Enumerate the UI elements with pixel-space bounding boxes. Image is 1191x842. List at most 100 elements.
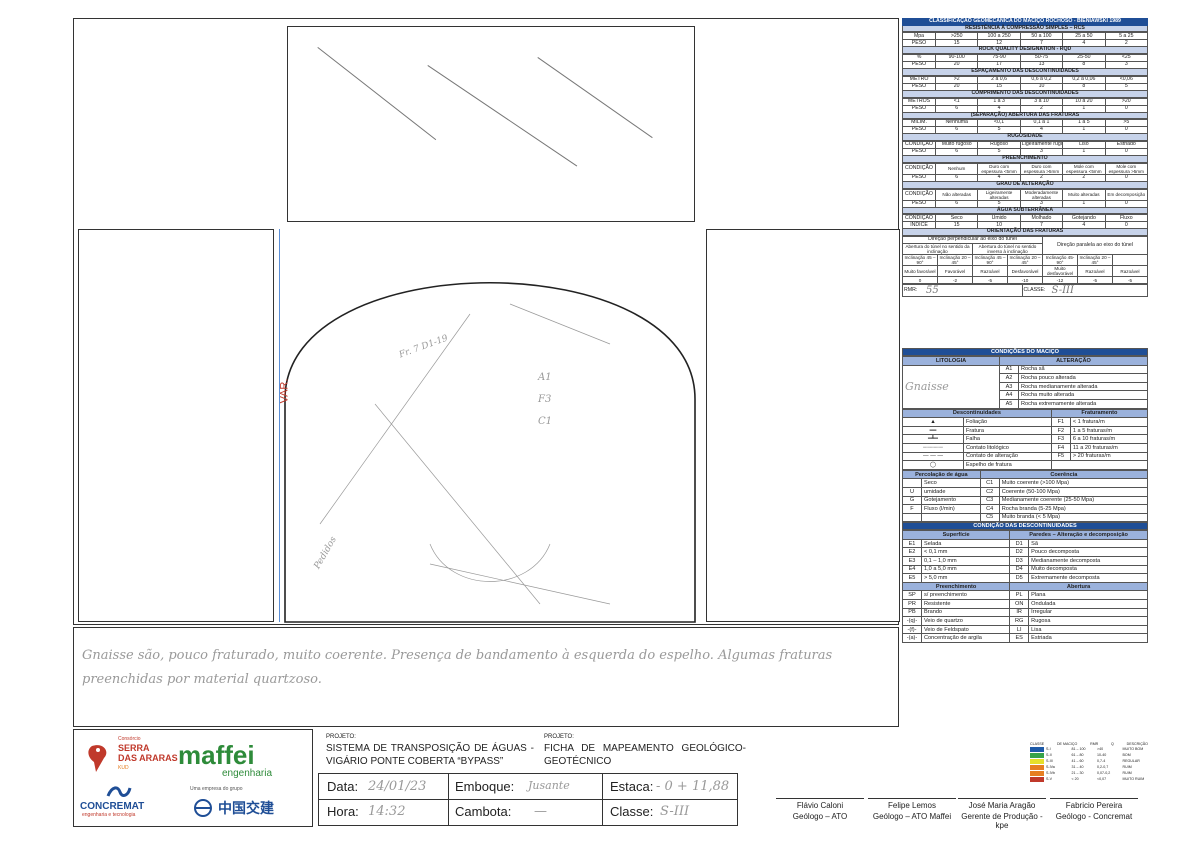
hora-field[interactable]: 14:32 [368,804,406,819]
class-chart-cell: 0,2-0,7 [1097,765,1109,769]
class-value: S-III [1050,284,1148,298]
project-value: SISTEMA DE TRANSPOSIÇÃO DE ÁGUAS - VIGÁR… [326,743,534,767]
rmr-aperture-weights-cell: 6 [934,126,979,135]
orientation-weights-cell: -5 [972,276,1008,285]
estaca-label: Estaca: [610,779,654,794]
class-chart-cell: 0,7-4 [1097,759,1106,763]
cambota-field[interactable]: — [534,804,547,819]
class-chart-swatch [1030,758,1044,764]
estaca-field[interactable]: - 0 + 11,88 [656,779,730,794]
orientation-dips-cell [1112,254,1148,267]
rmr-weathering-ranges-cell: Ligeiramente alteradas [977,188,1021,201]
rmr-filling-title: PREENCHIMENTO [902,155,1148,163]
class-chart-cell: S-II [1046,753,1052,757]
class-chart-cell: 31 – 40 [1071,765,1084,769]
rmr-filling-ranges-cell: Duro com espessura >5mm [1019,162,1064,175]
rmr-weathering-ranges-cell: Em decomposição [1104,188,1149,201]
rmr-rcs-ranges-cell: 50 a 100 [1019,32,1064,41]
rmr-roughness-title: RUGOSIDADE [902,134,1148,142]
rmr-roughness-weights-cell: 6 [934,148,979,157]
rmr-aperture-ranges-cell: Nenhuma [934,119,979,128]
date-field[interactable]: 24/01/23 [368,779,427,794]
hora-label: Hora: [327,804,359,819]
rmr-roughness-ranges-cell: Ligeiramente rugoso [1019,141,1064,150]
class-chart-cell: 10-40 [1097,753,1107,757]
class-chart-cell: REGULAR [1122,759,1140,763]
cambota-label: Cambota: [455,804,512,819]
logo-maffei-sub: engenharia [222,768,273,779]
class-chart-swatch [1030,776,1044,782]
rmr-length-ranges-cell: 1 a 3 [977,97,1021,106]
signature-line [1050,798,1138,799]
orientation-weights-cell: -10 [1007,276,1043,285]
rmr-filling-weights-cell: 6 [934,173,979,182]
rmr-length-ranges-cell: 3 a 10 [1019,97,1064,106]
class-chart-cell: 41 – 60 [1071,759,1084,763]
orientation-weights-cell: -5 [1077,276,1113,285]
rmr-length-weights-cell: 0 [1104,104,1149,113]
logo-consorcio-serra: SERRA [118,743,150,753]
rmr-filling-weights-cell: 0 [1104,173,1149,182]
orientation-weights-cell: -2 [937,276,973,285]
class-chart-header: RMR [1090,742,1099,746]
signature-role: Geólogo – ATO [792,812,848,821]
class-chart-cell: <0,07 [1097,777,1107,781]
orientation-ratings-cell: Muito desfavorável [1042,265,1078,278]
rmr-aperture-ranges-cell: >5 [1104,119,1149,128]
rmr-aperture-ranges-cell: 1 a 5 [1062,119,1106,128]
classe-field[interactable]: S-III [660,804,690,819]
rmr-result: RMR: 55 CLASSE: S-III [902,284,1148,298]
class-chart-header: DE MACIÇO [1056,742,1078,746]
orientation-ratings-cell: Muito favorável [902,265,938,278]
rmr-water-ranges-cell: Molhado [1019,214,1064,223]
rmr-rcs-ranges-cell: >250 [934,32,979,41]
rmr-water-ranges-cell: Úmido [977,214,1021,223]
emboque-field[interactable]: Jusante [528,779,570,792]
height-arrow [279,229,280,622]
face-note-f3: F3 [538,394,552,405]
orientation-dips-cell: Inclinação 20 – 45° [1077,254,1113,267]
rmr-spacing-ranges-cell: <0,06 [1104,75,1149,84]
rmr-rqd-ranges-cell: 50-75 [1019,54,1064,63]
class-chart-swatch [1030,770,1044,776]
rmr-spacing-ranges-cell: 0,6 a 0,2 [1019,75,1064,84]
rmr-filling-ranges-cell: Duro com espessura <5mm [977,162,1021,175]
class-chart-cell: MUITO RUIM [1122,777,1145,781]
rmr-weathering-weights-cell: 1 [1062,199,1106,208]
observation-text: Gnaisse são, pouco fraturado, muito coer… [82,648,833,687]
rmr-rcs-title: RESISTÊNCIA À COMPRESSÃO SIMPLES – RCS [902,25,1148,33]
orientation-dips-cell: Inclinação 45-90° [1042,254,1078,267]
rmr-aperture-ranges-cell: 0,1 a 1 [1019,119,1064,128]
class-chart-cell: S-III [1046,759,1053,763]
rmr-weathering-weights-cell: 0 [1104,199,1149,208]
class-chart-header: DESCRIÇÃO [1126,742,1148,746]
signature-role: Geólogo - Concremat [1055,812,1133,821]
orientation-dips-cell: Inclinação 45 – 90° [902,254,938,267]
rmr-roughness-ranges-cell: Liso [1062,141,1106,150]
observation-box [73,627,899,727]
tunnel-face [284,282,696,623]
logo-concremat-sub: engenharia e tecnologia [82,812,136,818]
class-chart-cell: 0,07-0,2 [1097,771,1111,775]
logo-maffei: maffei [178,740,255,770]
orientation-weights-cell: -5 [1112,276,1148,285]
orientation-dips-cell: Inclinação 20 – 45° [1007,254,1043,267]
signature-line [868,798,956,799]
class-chart-cell: S-IVb [1046,771,1055,775]
signature-role: Gerente de Produção - kpe [961,812,1043,830]
signature-name: Felipe Lemos [887,801,937,810]
face-note-a1: A1 [538,372,552,383]
class-chart-cell: S-V [1046,777,1052,781]
rmr-weathering-ranges-cell: Moderadamente alteradas [1019,188,1064,201]
rmr-spacing-ranges-cell: >2 [934,75,979,84]
